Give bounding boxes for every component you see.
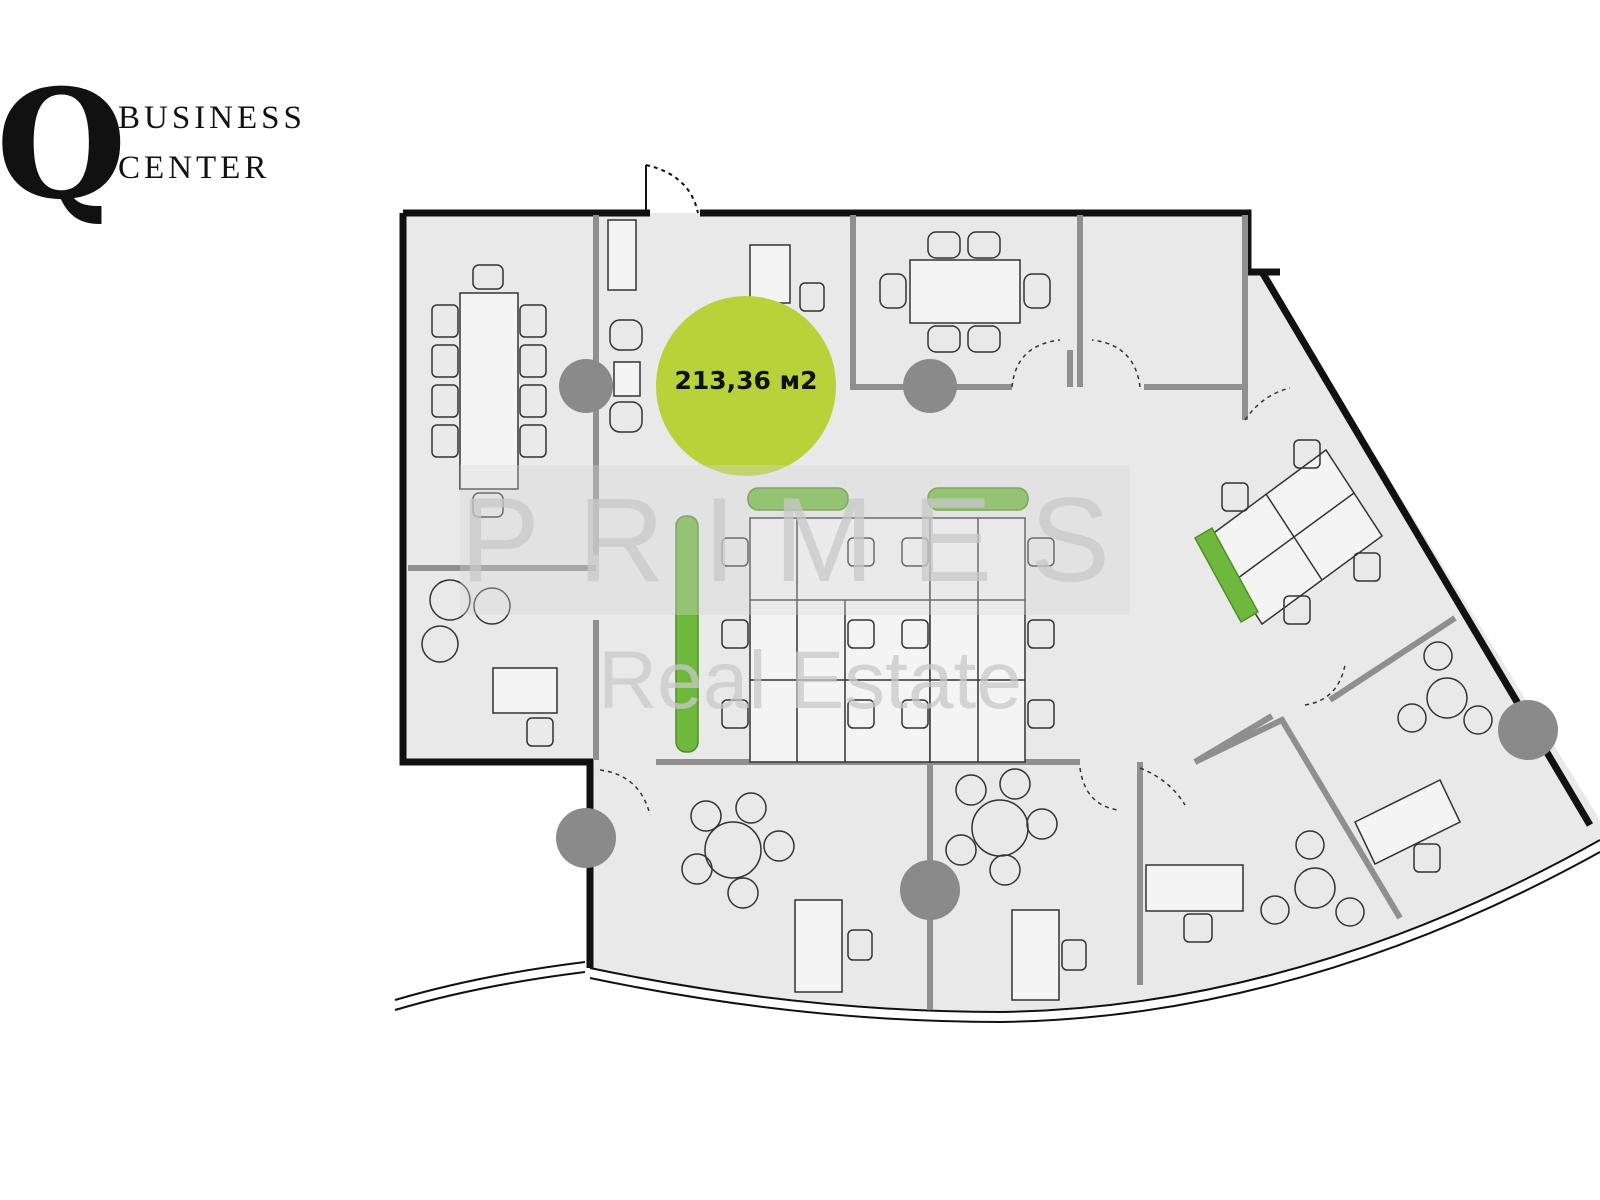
door-swings: [599, 339, 1346, 816]
area-badge: [656, 296, 836, 476]
furniture: [421, 219, 1493, 1001]
logo-line-business: BUSINESS: [118, 100, 306, 136]
area-label: 213,36 м2: [674, 366, 818, 395]
partitions: [408, 215, 1457, 1010]
logo-line-center: CENTER: [118, 150, 271, 186]
watermark-brand: PRIMES: [460, 465, 1130, 615]
logo-mark: Q: [0, 57, 127, 233]
curved-facade: [394, 839, 1600, 1024]
planters: [675, 487, 1260, 753]
watermark-tagline: Real Estate: [598, 635, 1022, 726]
columns: [556, 359, 1558, 920]
entrance-door: [645, 164, 699, 214]
